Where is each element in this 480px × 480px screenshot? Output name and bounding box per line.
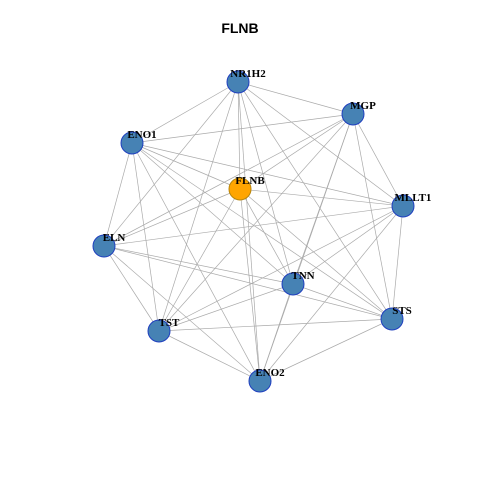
node-circle-mllt1 bbox=[391, 194, 415, 218]
edge-nr1h2-eno1 bbox=[131, 81, 239, 144]
node-circle-flnb bbox=[228, 177, 252, 201]
edge-flnb-eln bbox=[103, 188, 241, 247]
node-circle-tnn bbox=[281, 272, 305, 296]
node-circle-eln bbox=[92, 234, 116, 258]
edge-tnn-eno2 bbox=[259, 283, 294, 382]
edge-eno1-tnn bbox=[131, 142, 294, 285]
edge-eno1-eln bbox=[103, 142, 133, 247]
node-label-nr1h2: NR1H2 bbox=[230, 68, 266, 80]
node-flnb: FLNB bbox=[228, 175, 265, 201]
edge-tnn-tst bbox=[158, 283, 294, 332]
node-sts: STS bbox=[380, 305, 412, 331]
edge-eno1-mllt1 bbox=[131, 142, 404, 207]
node-label-mgp: MGP bbox=[350, 100, 376, 112]
edge-nr1h2-flnb bbox=[237, 81, 241, 190]
edge-flnb-eno2 bbox=[239, 188, 261, 382]
edges-layer bbox=[103, 81, 404, 382]
edge-tst-eno2 bbox=[158, 330, 261, 382]
edge-eln-eno2 bbox=[103, 245, 261, 382]
edge-nr1h2-eno2 bbox=[237, 81, 261, 382]
edge-mllt1-tnn bbox=[292, 205, 404, 285]
edge-mgp-flnb bbox=[239, 113, 354, 190]
edge-tst-sts bbox=[158, 318, 393, 332]
edge-eln-sts bbox=[103, 245, 393, 320]
edge-mgp-sts bbox=[352, 113, 393, 320]
node-tst: TST bbox=[147, 317, 180, 343]
edge-flnb-tnn bbox=[239, 188, 294, 285]
edge-mllt1-sts bbox=[391, 205, 404, 320]
edge-nr1h2-tnn bbox=[237, 81, 294, 285]
edge-nr1h2-eln bbox=[103, 81, 239, 247]
edge-eno1-eno2 bbox=[131, 142, 261, 382]
node-mgp: MGP bbox=[341, 100, 376, 126]
edge-eln-tnn bbox=[103, 245, 294, 285]
node-circle-eno1 bbox=[120, 131, 144, 155]
edge-tnn-sts bbox=[292, 283, 393, 320]
edge-mgp-eno1 bbox=[131, 113, 354, 144]
node-circle-tst bbox=[147, 319, 171, 343]
edge-mgp-mllt1 bbox=[352, 113, 404, 207]
edge-eln-tst bbox=[103, 245, 160, 332]
node-circle-mgp bbox=[341, 102, 365, 126]
node-label-mllt1: MLLT1 bbox=[395, 192, 432, 204]
node-circle-sts bbox=[380, 307, 404, 331]
edge-mllt1-eln bbox=[103, 205, 404, 247]
edge-nr1h2-mllt1 bbox=[237, 81, 404, 207]
chart-title: FLNB bbox=[221, 20, 259, 36]
node-circle-nr1h2 bbox=[226, 70, 250, 94]
node-label-eln: ELN bbox=[103, 232, 126, 244]
node-label-tnn: TNN bbox=[291, 270, 314, 282]
node-label-sts: STS bbox=[392, 305, 412, 317]
edge-eno1-flnb bbox=[131, 142, 241, 190]
edge-sts-eno2 bbox=[259, 318, 393, 382]
node-eno2: ENO2 bbox=[248, 367, 285, 393]
node-eno1: ENO1 bbox=[120, 129, 157, 155]
node-label-tst: TST bbox=[159, 317, 180, 329]
edge-mgp-tst bbox=[158, 113, 354, 332]
edge-mgp-eln bbox=[103, 113, 354, 247]
edge-nr1h2-sts bbox=[237, 81, 393, 320]
node-tnn: TNN bbox=[281, 270, 315, 296]
node-eln: ELN bbox=[92, 232, 126, 258]
edge-flnb-tst bbox=[158, 188, 241, 332]
node-nr1h2: NR1H2 bbox=[226, 68, 266, 94]
edge-mllt1-tst bbox=[158, 205, 404, 332]
node-mllt1: MLLT1 bbox=[391, 192, 432, 218]
edge-flnb-sts bbox=[239, 188, 393, 320]
node-label-eno1: ENO1 bbox=[127, 129, 156, 141]
edge-flnb-mllt1 bbox=[239, 188, 404, 207]
node-circle-eno2 bbox=[248, 369, 272, 393]
edge-eno1-tst bbox=[131, 142, 160, 332]
edge-nr1h2-mgp bbox=[237, 81, 354, 115]
edge-mllt1-eno2 bbox=[259, 205, 404, 382]
edge-eno1-sts bbox=[131, 142, 393, 320]
node-label-eno2: ENO2 bbox=[255, 367, 285, 379]
node-label-flnb: FLNB bbox=[235, 175, 265, 187]
